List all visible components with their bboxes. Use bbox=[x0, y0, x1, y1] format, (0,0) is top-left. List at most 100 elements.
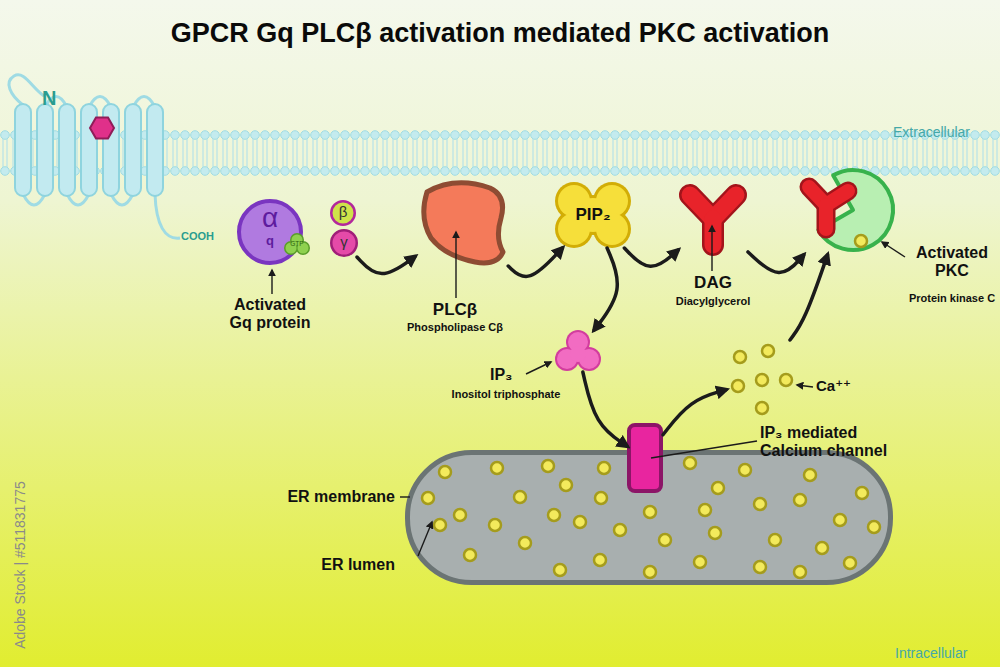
ligand-hexagon bbox=[90, 118, 114, 139]
endoplasmic-reticulum: ER membraneER lumenIP₃ mediated Calcium … bbox=[405, 450, 893, 585]
calcium-ion bbox=[514, 491, 526, 503]
calcium-ion bbox=[794, 566, 806, 578]
node-label: GTP bbox=[284, 240, 310, 247]
pathway-arrow bbox=[357, 257, 415, 274]
molecule-arm bbox=[817, 205, 836, 229]
receptor-loop bbox=[89, 97, 111, 108]
calcium-ion bbox=[574, 516, 586, 528]
calcium-ion bbox=[754, 498, 766, 510]
calcium-ion bbox=[856, 487, 868, 499]
calcium-ion bbox=[598, 462, 610, 474]
calcium-ions: Ca⁺⁺ bbox=[726, 340, 794, 420]
gpcr-receptor bbox=[9, 75, 180, 238]
calcium-ion bbox=[434, 519, 446, 531]
diagram-title: GPCR Gq PLCβ activation mediated PKC act… bbox=[0, 18, 1000, 49]
node-label: DAG bbox=[653, 273, 773, 293]
calcium-ion bbox=[594, 554, 606, 566]
node-label: Diacylglycerol bbox=[653, 295, 773, 308]
calcium-ion bbox=[684, 457, 696, 469]
transmembrane-helices bbox=[15, 104, 163, 196]
node-label: γ bbox=[330, 233, 358, 250]
node-label: Phospholipase Cβ bbox=[375, 321, 535, 334]
helix bbox=[15, 104, 31, 196]
receptor-loop bbox=[133, 97, 155, 108]
helix bbox=[125, 104, 141, 196]
leader-arrow bbox=[271, 270, 272, 294]
dag-molecule: DAGDiacylglycerol bbox=[678, 183, 748, 255]
molecule-fill bbox=[570, 346, 586, 362]
calcium-ion bbox=[489, 519, 501, 531]
calcium-ion bbox=[769, 534, 781, 546]
calcium-ion bbox=[699, 504, 711, 516]
calcium-ion bbox=[595, 492, 607, 504]
ip3-calcium-channel: IP₃ mediated Calcium channel bbox=[627, 423, 663, 493]
calcium-ion bbox=[491, 462, 503, 474]
calcium-ion bbox=[709, 527, 721, 539]
node-label: Ca⁺⁺ bbox=[816, 377, 866, 394]
calcium-ion bbox=[614, 524, 626, 536]
plc-beta-enzyme: PLCβPhospholipase Cβ bbox=[415, 178, 510, 266]
node-label: PLCβ bbox=[375, 300, 535, 320]
enzyme-shape bbox=[424, 183, 503, 263]
molecule-arm bbox=[702, 219, 724, 245]
calcium-ion bbox=[754, 561, 766, 573]
node-label: PIP₂ bbox=[553, 205, 633, 225]
calcium-ion bbox=[756, 374, 768, 386]
calcium-ion bbox=[844, 557, 856, 569]
g-gamma-subunit: γ bbox=[330, 229, 358, 257]
pip2-molecule: PIP₂ bbox=[553, 182, 633, 248]
node-label: IP₃ mediated Calcium channel bbox=[760, 424, 900, 461]
calcium-ion bbox=[756, 402, 768, 414]
helix bbox=[59, 104, 75, 196]
calcium-ion bbox=[519, 537, 531, 549]
node-label: IP₃ bbox=[490, 366, 535, 384]
pathway-arrow bbox=[624, 248, 678, 266]
calcium-ion bbox=[712, 482, 724, 494]
node-label: Activated PKC bbox=[906, 244, 998, 281]
receptor-loop bbox=[67, 194, 89, 205]
calcium-ion bbox=[734, 351, 746, 363]
node-label: ER membrane bbox=[265, 488, 395, 506]
calcium-ion bbox=[739, 464, 751, 476]
calcium-ion bbox=[868, 521, 880, 533]
gtp-molecule: GTP bbox=[284, 233, 310, 255]
n-terminus bbox=[9, 75, 44, 105]
calcium-ion bbox=[644, 566, 656, 578]
calcium-ion bbox=[834, 514, 846, 526]
receptor-loop bbox=[111, 194, 133, 205]
annotation-label: Intracellular bbox=[895, 645, 967, 661]
calcium-ion bbox=[816, 542, 828, 554]
molecule-arm bbox=[705, 219, 722, 245]
pathway-arrow bbox=[748, 252, 804, 273]
node-label: ER lumen bbox=[265, 556, 395, 574]
molecule-arm bbox=[819, 205, 833, 229]
node-label: Protein kinase C bbox=[897, 292, 1000, 305]
annotation-label: Extracellular bbox=[893, 124, 970, 140]
c-terminus bbox=[155, 194, 180, 238]
pkc-enzyme: Activated PKCProtein kinase C bbox=[793, 165, 893, 255]
node-label: Inositol triphosphate bbox=[431, 388, 581, 401]
calcium-ion bbox=[560, 479, 572, 491]
pathway-arrow bbox=[594, 248, 617, 330]
plc-beta-enzyme-outline bbox=[415, 178, 510, 266]
calcium-ion bbox=[855, 235, 867, 247]
dag-molecule-outline bbox=[678, 183, 748, 255]
calcium-ion bbox=[794, 494, 806, 506]
g-beta-subunit: β bbox=[330, 200, 356, 226]
calcium-ion bbox=[644, 506, 656, 518]
pathway-arrow bbox=[790, 255, 827, 340]
node-label: β bbox=[330, 203, 356, 220]
leader-arrow bbox=[882, 242, 905, 257]
pathway-arrow bbox=[663, 390, 726, 435]
annotation-label: COOH bbox=[181, 230, 214, 243]
calcium-ion bbox=[732, 380, 744, 392]
calcium-ion bbox=[439, 466, 451, 478]
ip3-molecule-outline bbox=[555, 330, 601, 372]
annotation-label: Adobe Stock | #511831775 bbox=[12, 470, 28, 660]
helix bbox=[147, 104, 163, 196]
g-alpha-subunit: αqActivated Gq proteinGTP bbox=[237, 199, 303, 265]
ip3-calcium-channel-outline bbox=[627, 423, 663, 493]
receptor-loop bbox=[23, 194, 45, 205]
leader-arrow bbox=[526, 362, 551, 374]
calcium-ion bbox=[804, 469, 816, 481]
